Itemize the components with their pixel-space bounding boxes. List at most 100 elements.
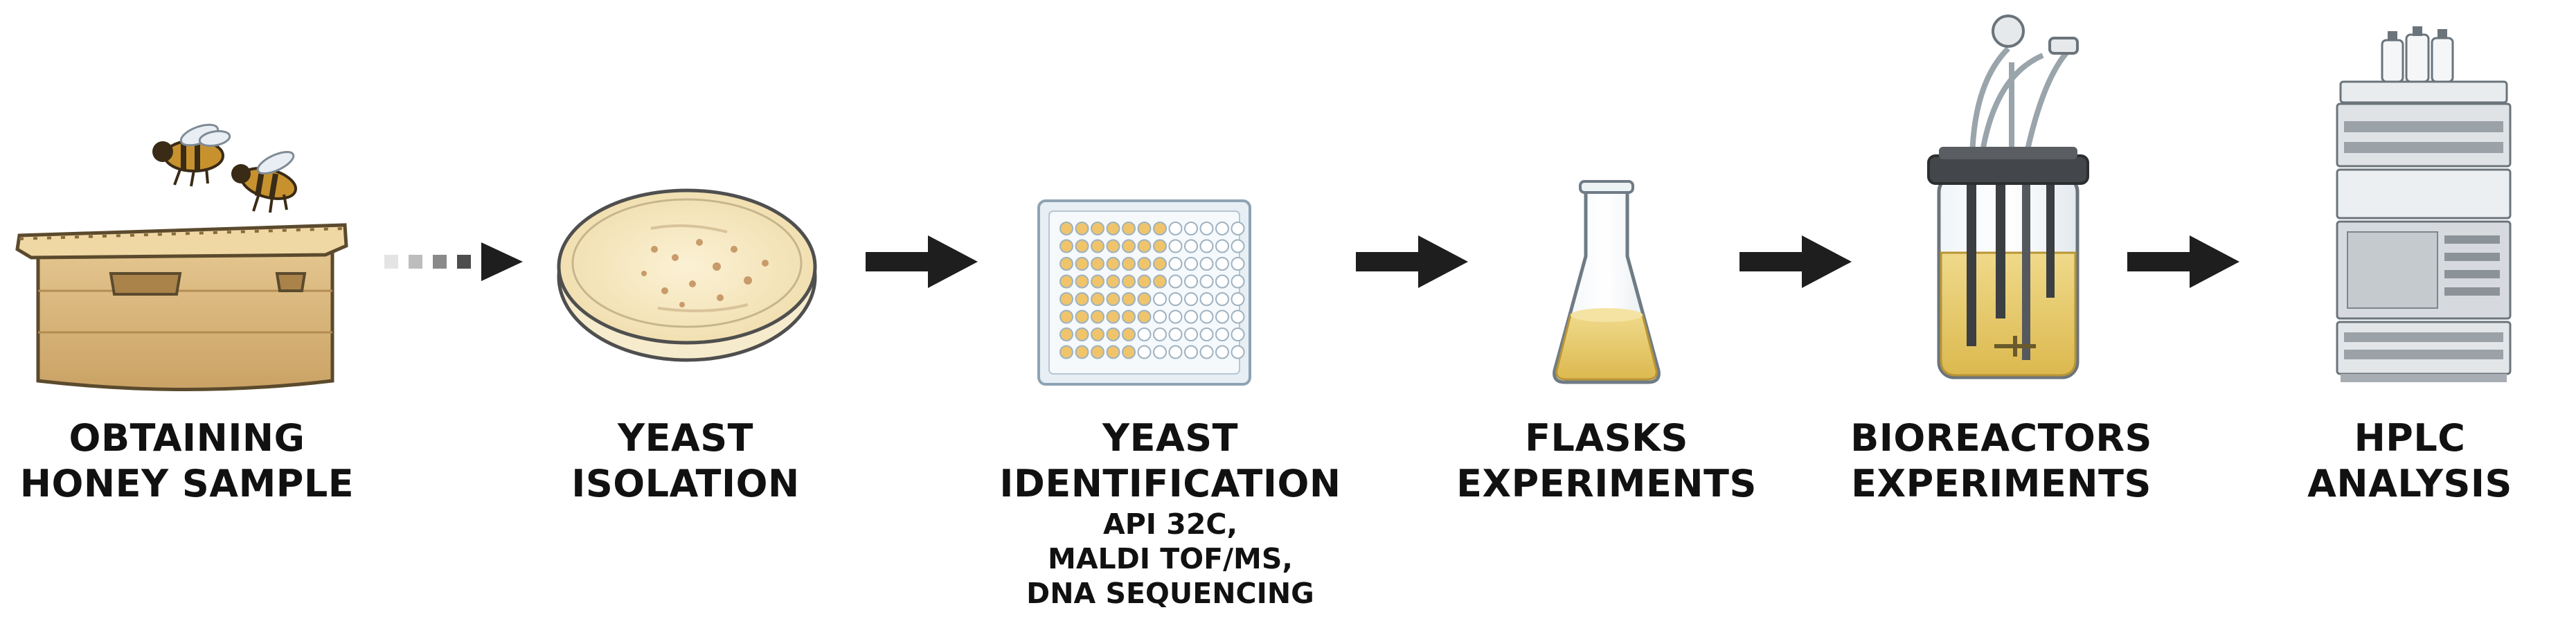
step-label-yeast-isolation: YEAST ISOLATION: [547, 415, 824, 507]
well: [1122, 274, 1136, 289]
arrow-right-icon: [866, 235, 978, 288]
well: [1153, 222, 1167, 235]
well: [1091, 274, 1104, 289]
well: [1106, 239, 1120, 253]
well: [1153, 292, 1167, 306]
well: [1059, 257, 1073, 271]
well: [1231, 309, 1245, 324]
step-label-yeast-identification: YEAST IDENTIFICATION API 32C, MALDI TOF/…: [983, 415, 1357, 611]
well: [1199, 328, 1214, 341]
step-title-line2: IDENTIFICATION: [999, 462, 1341, 505]
well: [1153, 274, 1167, 289]
well: [1231, 222, 1245, 235]
identification-method-3: DNA SEQUENCING: [1026, 577, 1314, 610]
well: [1075, 292, 1089, 306]
well: [1153, 257, 1167, 271]
well: [1168, 274, 1183, 289]
well: [1153, 345, 1167, 359]
well: [1199, 257, 1214, 271]
well: [1184, 309, 1198, 324]
well: [1122, 239, 1136, 253]
well: [1153, 239, 1167, 253]
well: [1059, 274, 1073, 289]
well: [1231, 257, 1245, 271]
well: [1184, 345, 1198, 359]
well: [1059, 328, 1073, 341]
well: [1091, 328, 1104, 341]
well: [1122, 309, 1136, 324]
well: [1215, 309, 1229, 324]
96-well-plate-icon: [1037, 199, 1251, 386]
well: [1091, 292, 1104, 306]
well: [1122, 292, 1136, 306]
arrow-right-icon: [1356, 235, 1468, 288]
well: [1059, 239, 1073, 253]
well: [1106, 292, 1120, 306]
well: [1231, 292, 1245, 306]
well: [1075, 257, 1089, 271]
well: [1106, 274, 1120, 289]
well: [1184, 257, 1198, 271]
step-label-bioreactors-experiments: BIOREACTORS EXPERIMENTS: [1828, 415, 2174, 507]
well: [1153, 309, 1167, 324]
well: [1091, 345, 1104, 359]
well: [1215, 345, 1229, 359]
well: [1168, 309, 1183, 324]
well: [1199, 222, 1214, 235]
bee-icon: [152, 123, 231, 187]
well: [1215, 257, 1229, 271]
well: [1137, 274, 1152, 289]
well: [1199, 345, 1214, 359]
arrow-right-icon: [1739, 235, 1852, 288]
step-label-hplc-analysis: HPLC ANALYSIS: [2251, 415, 2569, 507]
well: [1106, 257, 1120, 271]
petri-dish-icon: [557, 188, 817, 362]
hplc-instrument-icon: [2336, 26, 2512, 382]
well: [1137, 345, 1152, 359]
well: [1122, 345, 1136, 359]
well: [1075, 222, 1089, 235]
well: [1106, 328, 1120, 341]
step-title-line2: EXPERIMENTS: [1456, 462, 1757, 505]
well: [1199, 274, 1214, 289]
well: [1091, 239, 1104, 253]
well: [1091, 257, 1104, 271]
erlenmeyer-flask-icon: [1553, 180, 1661, 384]
well: [1106, 222, 1120, 235]
step-title-line1: HPLC ANALYSIS: [2307, 416, 2512, 505]
well: [1184, 239, 1198, 253]
well: [1122, 222, 1136, 235]
well: [1137, 309, 1152, 324]
dotted-arrow-icon: [384, 242, 523, 281]
well: [1199, 239, 1214, 253]
well: [1215, 292, 1229, 306]
well: [1168, 328, 1183, 341]
well: [1168, 239, 1183, 253]
well: [1215, 328, 1229, 341]
well: [1075, 309, 1089, 324]
well: [1184, 292, 1198, 306]
well: [1215, 222, 1229, 235]
step-label-obtaining-honey-sample: OBTAINING HONEY SAMPLE: [14, 415, 360, 507]
bee-icon: [231, 151, 297, 213]
well: [1199, 292, 1214, 306]
identification-method-2: MALDI TOF/MS,: [1048, 542, 1293, 575]
step-title-line1: OBTAINING: [69, 416, 305, 460]
well: [1137, 257, 1152, 271]
step-title-line1: FLASKS: [1525, 416, 1688, 460]
well: [1184, 328, 1198, 341]
beehive-with-bees-icon: [15, 123, 348, 391]
step-title-line1: BIOREACTORS: [1850, 416, 2152, 460]
well: [1137, 239, 1152, 253]
well: [1199, 309, 1214, 324]
well: [1168, 345, 1183, 359]
step-title-line2: ISOLATION: [571, 462, 800, 505]
well: [1215, 239, 1229, 253]
well: [1122, 257, 1136, 271]
well: [1184, 222, 1198, 235]
well: [1184, 274, 1198, 289]
well: [1075, 328, 1089, 341]
well: [1075, 345, 1089, 359]
identification-method-1: API 32C,: [1102, 508, 1238, 541]
